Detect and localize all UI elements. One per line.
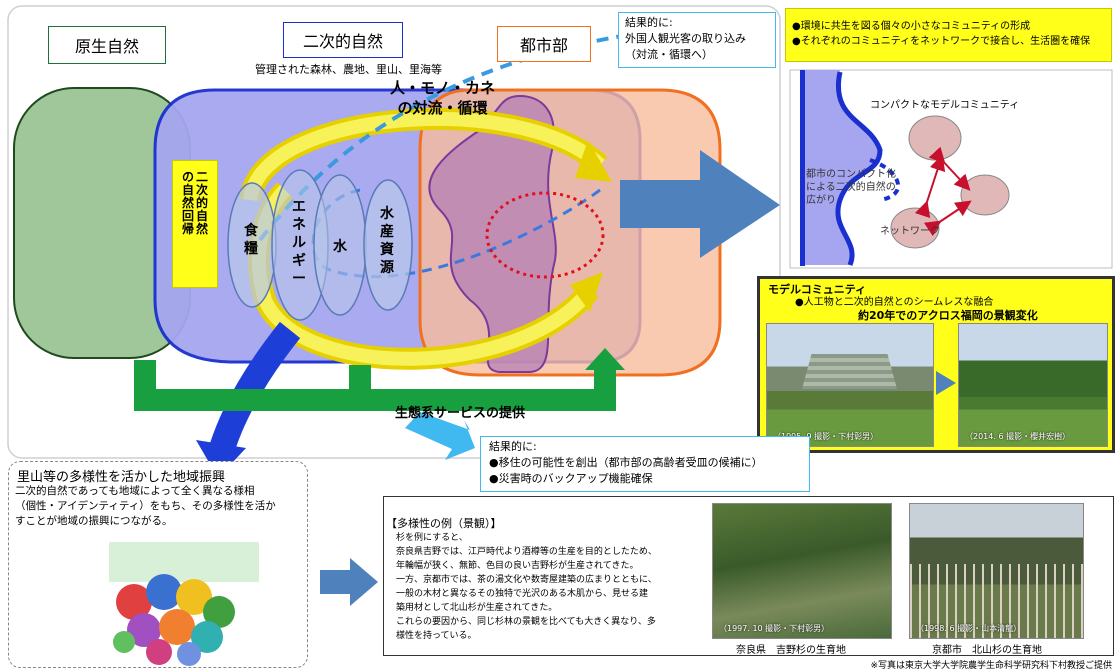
flow-title-line2: の対流・循環 xyxy=(397,99,488,117)
acros-photo-2014: （2014. 6 撮影・櫻井宏樹） xyxy=(958,323,1108,447)
secondary-sub-label: 管理された森林、農地、里山、里海等 xyxy=(255,63,442,76)
energy-label: エネルギー xyxy=(292,199,306,287)
diversity-title: 【多様性の例（景観）】 xyxy=(386,517,502,530)
compact-blue-wave xyxy=(835,71,883,266)
diversity-box: 【多様性の例（景観）】 杉を例にすると、 奈良県吉野では、江戸時代より酒樽等の生… xyxy=(383,496,1114,656)
photo-credit: ※写真は東京大学大学院農学生命科学研究科下村教授ご提供 xyxy=(870,661,1112,671)
return-label-box: 二次的自然 の自然回帰 xyxy=(172,160,218,288)
photo-compare-arrow xyxy=(936,371,956,395)
ecosystem-service-label: 生態系サービスの提供 xyxy=(395,406,526,421)
community-1 xyxy=(908,115,962,161)
water-label: 水 xyxy=(333,239,347,255)
arrow-to-network-panel xyxy=(620,150,780,258)
urban-label: 都市部 xyxy=(497,26,591,62)
urban-core-dotted-circle xyxy=(485,191,605,279)
yoshino-photo-caption: （1997. 10 撮影・下村彰男） xyxy=(719,624,830,633)
kitayama-cedar-photo: （1998. 6 撮影・山本清龍） xyxy=(909,503,1084,639)
diversity-body: 杉を例にすると、 奈良県吉野では、江戸時代より酒樽等の生産を目的としたため、 年… xyxy=(396,533,657,641)
acros-photo-1995: （1995. 9 撮影・下村彰男） xyxy=(766,323,934,447)
marine-label: 水産資源 xyxy=(380,206,394,276)
flow-title-line1: 人・モノ・カネ xyxy=(390,79,496,97)
diversity-arrow xyxy=(320,558,378,606)
regional-box: 里山等の多様性を活かした地域振興 二次的自然であっても地域によって全く異なる様相… xyxy=(8,461,308,668)
kitayama-label: 京都市 北山杉の生育地 xyxy=(932,645,1042,656)
compact-community-label: コンパクトなモデルコミュニティ xyxy=(870,100,1020,111)
photo-caption-1995: （1995. 9 撮影・下村彰男） xyxy=(773,432,879,441)
yoshino-cedar-photo: （1997. 10 撮影・下村彰男） xyxy=(712,503,892,639)
model-title: モデルコミュニティ xyxy=(768,283,867,296)
community-2 xyxy=(960,174,1010,216)
kitayama-photo-caption: （1998. 6 撮影・山本清龍） xyxy=(916,624,1022,633)
return-label-col1: 二次的自然 xyxy=(196,170,209,236)
flow-title: 人・モノ・カネ の対流・循環 xyxy=(390,78,495,118)
result-arrow xyxy=(405,412,475,460)
yoshino-label: 奈良県 吉野杉の生育地 xyxy=(736,645,846,656)
diagram-frame xyxy=(7,5,781,459)
result-top-box: 結果的に: 外国人観光客の取り込み （対流・循環へ） xyxy=(618,12,776,68)
secondary-label: 二次的自然 xyxy=(283,22,403,58)
ecosystem-arrow xyxy=(134,360,616,411)
model-bullet: ●人工物と二次的自然とのシームレスな融合 xyxy=(795,297,994,308)
result-bottom-box: 結果的に: ●移住の可能性を創出（都市部の高齢者受皿の候補に） ●災害時のバック… xyxy=(480,436,810,492)
spread-label: 都市のコンパクト化 による二次的自然の 広がり xyxy=(806,169,896,206)
primeval-label: 原生自然 xyxy=(48,26,166,64)
diversity-balls-image xyxy=(109,542,259,666)
kitayama-trunks xyxy=(910,564,1083,638)
return-label-col2: の自然回帰 xyxy=(181,170,194,236)
network-bullets-box: ●環境に共生を図る個々の小さなコミュニティの形成 ●それぞれのコミュニティをネッ… xyxy=(785,8,1112,62)
regional-title: 里山等の多様性を活かした地域振興 xyxy=(17,470,226,485)
network-label: ネットワーク xyxy=(880,226,940,237)
regional-body: 二次的自然であっても地域によって全く異なる様相 （個性・アイデンティティ）をもち… xyxy=(15,485,276,527)
photo-caption-2014: （2014. 6 撮影・櫻井宏樹） xyxy=(965,432,1071,441)
model-panel: モデルコミュニティ ●人工物と二次的自然とのシームレスな融合 約20年でのアクロ… xyxy=(757,276,1115,453)
marine-ellipse xyxy=(363,179,413,311)
food-label: 食糧 xyxy=(244,223,258,257)
model-subtitle: 約20年でのアクロス福岡の景観変化 xyxy=(858,309,1038,322)
building-shape xyxy=(802,354,897,389)
